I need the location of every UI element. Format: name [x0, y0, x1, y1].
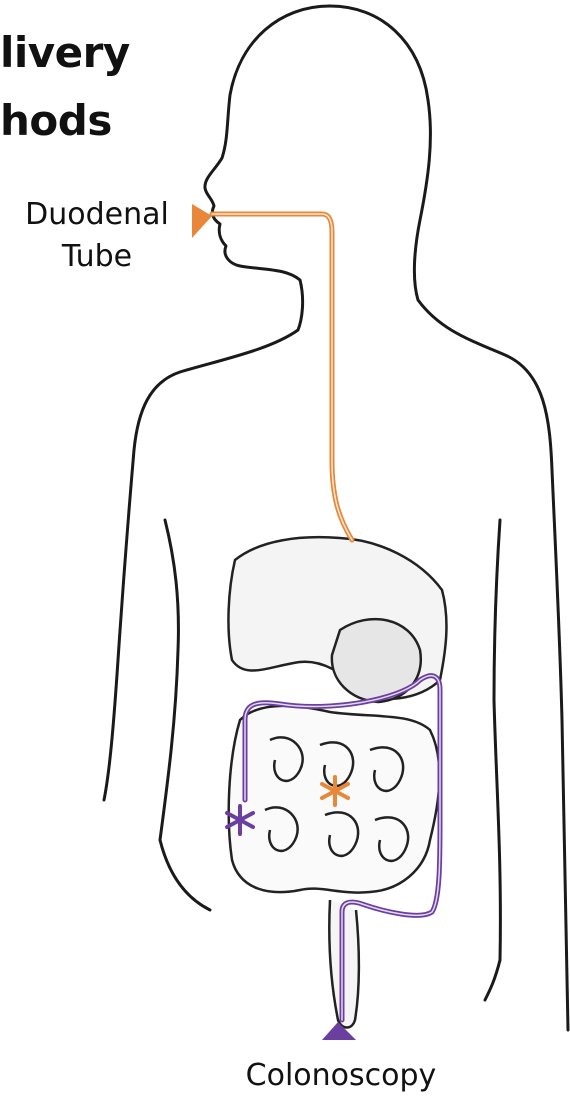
liver-stomach: [228, 537, 446, 702]
left-arm-inner: [160, 520, 178, 840]
left-waist: [160, 840, 210, 910]
right-arm-inner: [494, 520, 500, 960]
duodenal-entry-marker: [192, 204, 212, 238]
right-waist: [485, 960, 500, 1000]
head-and-left-side-outline: [104, 6, 330, 800]
